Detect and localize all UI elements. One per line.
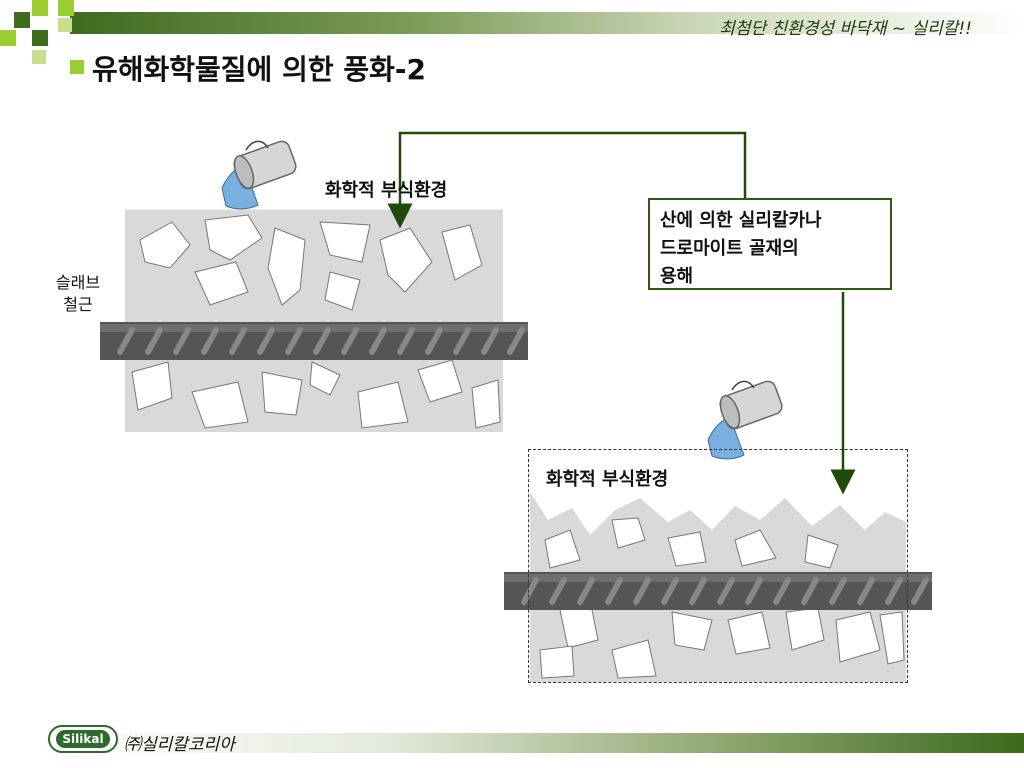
slab-label: 슬래브 (55, 273, 101, 292)
logo-text: Silikal (56, 730, 110, 748)
left-rebar (100, 322, 528, 360)
altered-state-frame (528, 449, 908, 683)
footer-bar (40, 733, 1024, 753)
page-title: 유해화학물질에 의한 풍화-2 (92, 53, 426, 86)
title-bullet (70, 60, 84, 74)
rebar-label: 철근 (63, 295, 93, 314)
company-name: ㈜실리칼코리아 (124, 735, 235, 755)
connector-arrows (387, 131, 856, 495)
left-concrete-slab (125, 210, 503, 432)
right-rebar (504, 572, 932, 610)
right-acid-bucket (707, 380, 783, 460)
header-tagline: 최첨단 친환경성 바닥재 ~ 실리칼!! (719, 19, 972, 39)
chem-env-label-bottom: 화학적 부식환경 (546, 469, 669, 490)
left-acid-bucket (221, 140, 297, 210)
callout-line-3: 용해 (660, 266, 694, 287)
silikal-logo: Silikal (48, 725, 118, 753)
callout-line-2: 드로마이트 골재의 (660, 238, 799, 259)
slab-rebar-label: 슬래브 철근 (44, 272, 112, 316)
acid-dissolution-callout: 산에 의한 실리칼카나 드로마이트 골재의 용해 (648, 198, 892, 290)
header-bar (70, 12, 1024, 34)
chem-env-label-top: 화학적 부식환경 (325, 180, 448, 201)
callout-line-1: 산에 의한 실리칼카나 (660, 210, 822, 231)
